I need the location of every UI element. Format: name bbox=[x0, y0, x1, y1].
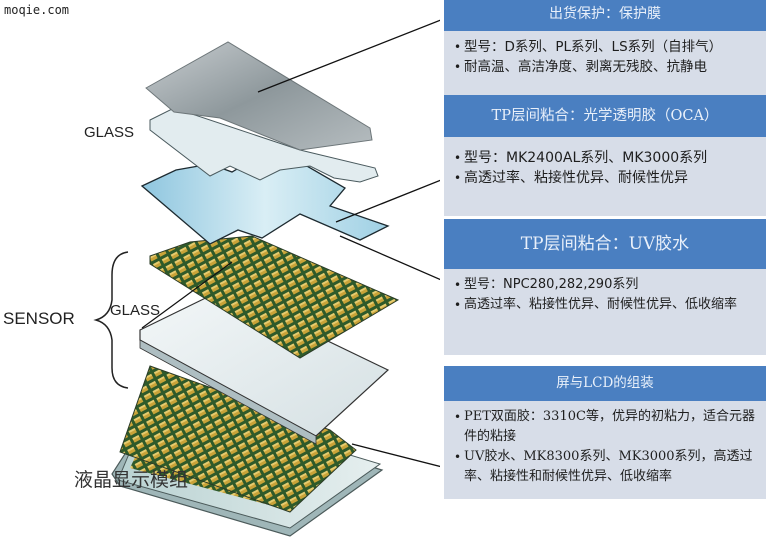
panel-header: 出货保护：保护膜 bbox=[444, 0, 766, 31]
leader-line-film bbox=[257, 19, 440, 93]
bullet-icon: • bbox=[454, 171, 462, 185]
leader-line-lcd bbox=[351, 443, 440, 468]
leader-line-uv bbox=[141, 261, 233, 329]
item-text: 耐高温、高洁净度、剥离无残胶、抗静电 bbox=[464, 59, 707, 75]
item-text: PET双面胶：3310C等，优异的初粘力，适合元器件的粘接 bbox=[464, 409, 755, 444]
layer-stack-illustration bbox=[93, 19, 440, 537]
label-sensor: SENSOR bbox=[3, 309, 75, 328]
bullet-icon: • bbox=[454, 40, 462, 54]
panel-body: • 型号：NPC280,282,290系列 • 高透过率、粘接性优异、耐候性优异… bbox=[444, 269, 766, 355]
panel-header: TP层间粘合：光学透明胶（OCA） bbox=[444, 95, 766, 137]
bullet-icon: • bbox=[454, 60, 462, 74]
sensor-brace bbox=[93, 251, 129, 389]
top-glass-layer bbox=[149, 107, 379, 183]
protective-film-layer bbox=[145, 41, 373, 151]
list-item: • 型号：NPC280,282,290系列 bbox=[454, 275, 758, 295]
panel-body: • PET双面胶：3310C等，优异的初粘力，适合元器件的粘接 • UV胶水、M… bbox=[444, 401, 766, 499]
list-item: • UV胶水、MK8300系列、MK3000系列，高透过率、粘接性和耐候性优异、… bbox=[454, 447, 758, 487]
label-lcd-module: 液晶显示模组 bbox=[74, 469, 189, 491]
list-item: • 高透过率、粘接性优异、耐候性优异 bbox=[454, 168, 758, 188]
panel-oca: TP层间粘合：光学透明胶（OCA） • 型号：MK2400AL系列、MK3000… bbox=[444, 95, 766, 216]
item-text: 高透过率、粘接性优异、耐候性优异 bbox=[464, 170, 688, 186]
bullet-icon: • bbox=[454, 278, 462, 292]
list-item: • 型号：MK2400AL系列、MK3000系列 bbox=[454, 148, 758, 168]
list-item: • 型号：D系列、PL系列、LS系列（自排气） bbox=[454, 37, 758, 57]
upper-sensor-layer bbox=[149, 235, 400, 359]
item-text: 型号：NPC280,282,290系列 bbox=[464, 277, 639, 292]
watermark: moqie.com bbox=[4, 3, 70, 17]
item-text: 型号：MK2400AL系列、MK3000系列 bbox=[464, 150, 708, 166]
leader-line-oca bbox=[335, 179, 440, 223]
item-text: UV胶水、MK8300系列、MK3000系列，高透过率、粘接性和耐候性优异、低收… bbox=[464, 449, 753, 484]
item-text: 型号：D系列、PL系列、LS系列（自排气） bbox=[464, 39, 723, 55]
item-text: 高透过率、粘接性优异、耐候性优异、低收缩率 bbox=[464, 297, 738, 312]
panel-body: • 型号：MK2400AL系列、MK3000系列 • 高透过率、粘接性优异、耐候… bbox=[444, 137, 766, 216]
leader-line-uv-2 bbox=[339, 235, 440, 281]
panel-uv-glue: TP层间粘合：UV胶水 • 型号：NPC280,282,290系列 • 高透过率… bbox=[444, 219, 766, 355]
bullet-icon: • bbox=[454, 450, 462, 464]
bullet-icon: • bbox=[454, 410, 462, 424]
label-glass-top: GLASS bbox=[84, 124, 135, 141]
label-glass-middle: GLASS bbox=[110, 302, 161, 319]
list-item: • PET双面胶：3310C等，优异的初粘力，适合元器件的粘接 bbox=[454, 407, 758, 447]
bullet-icon: • bbox=[454, 298, 462, 312]
panel-header: 屏与LCD的组装 bbox=[444, 366, 766, 401]
list-item: • 高透过率、粘接性优异、耐候性优异、低收缩率 bbox=[454, 295, 758, 315]
bullet-icon: • bbox=[454, 151, 462, 165]
list-item: • 耐高温、高洁净度、剥离无残胶、抗静电 bbox=[454, 57, 758, 77]
panel-header: TP层间粘合：UV胶水 bbox=[444, 219, 766, 269]
panel-body: • 型号：D系列、PL系列、LS系列（自排气） • 耐高温、高洁净度、剥离无残胶… bbox=[444, 31, 766, 97]
panel-lcd-assembly: 屏与LCD的组装 • PET双面胶：3310C等，优异的初粘力，适合元器件的粘接… bbox=[444, 366, 766, 499]
panel-protective-film: 出货保护：保护膜 • 型号：D系列、PL系列、LS系列（自排气） • 耐高温、高… bbox=[444, 0, 766, 97]
